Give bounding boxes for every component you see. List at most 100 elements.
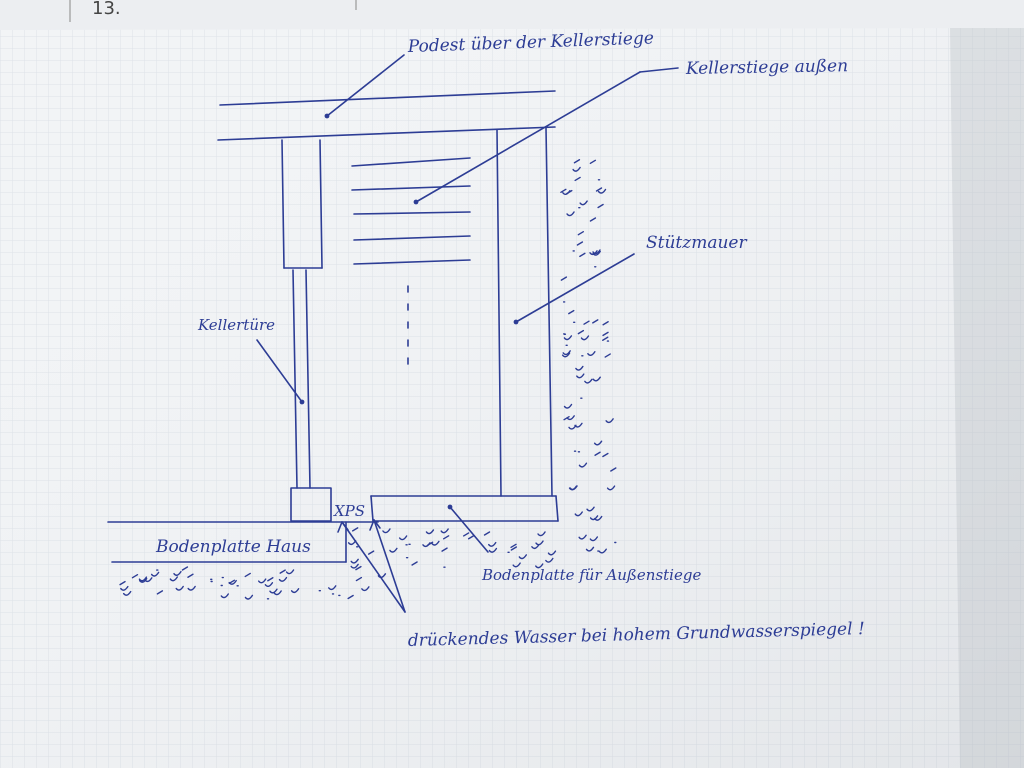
gravel-mark xyxy=(120,585,129,591)
gravel-mark xyxy=(562,350,571,356)
gravel-mark xyxy=(568,424,577,430)
gravel-mark xyxy=(467,535,475,540)
gravel-mark xyxy=(512,562,521,568)
gravel-mark xyxy=(566,211,575,217)
gravel-mark xyxy=(119,580,126,586)
gravel-mark xyxy=(585,546,595,552)
gravel-mark xyxy=(592,319,599,324)
gravel-mark xyxy=(579,252,586,258)
gravel-mark xyxy=(440,528,449,534)
gravel-mark xyxy=(597,203,604,209)
gravel-mark xyxy=(574,511,583,517)
gravel-mark xyxy=(598,548,607,554)
gravel-mark xyxy=(576,373,585,379)
gravel-mark xyxy=(593,440,603,446)
leader-wasser-right xyxy=(373,519,406,613)
label-kellertuere: Kellertüre xyxy=(197,316,275,334)
gravel-mark xyxy=(589,536,599,542)
podest-top-line xyxy=(219,90,556,106)
gravel-mark xyxy=(442,535,450,540)
gravel-mark xyxy=(574,176,581,182)
gravel-mark xyxy=(610,467,617,472)
label-xps: XPS xyxy=(333,502,365,520)
gravel-mark xyxy=(510,543,517,549)
gravel-mark xyxy=(535,540,544,546)
gravel-mark xyxy=(267,577,274,582)
gravel-mark xyxy=(138,577,148,583)
gravel-mark xyxy=(537,531,546,537)
gravel-mark xyxy=(518,554,528,560)
gravel-mark xyxy=(602,321,609,326)
gravel-mark xyxy=(367,550,375,555)
gravel-mark xyxy=(568,309,575,315)
stair-line xyxy=(353,235,471,241)
gravel-mark xyxy=(350,558,359,564)
top-note: 13. xyxy=(92,0,121,19)
leader-kellerstiege-tail xyxy=(639,67,679,73)
gravel-mark xyxy=(580,335,590,341)
gravel-mark xyxy=(377,573,387,579)
gravel-mark xyxy=(290,588,300,594)
leader-bodenplatte-aussen xyxy=(449,506,489,553)
gravel-mark xyxy=(187,585,196,591)
gravel-mark xyxy=(355,576,363,582)
gravel-mark xyxy=(589,515,599,521)
gravel-mark xyxy=(606,485,616,491)
gravel-mark xyxy=(425,529,435,535)
gravel-mark xyxy=(285,569,295,575)
gravel-mark xyxy=(389,547,398,553)
gravel-mark xyxy=(279,569,286,574)
gravel-mark xyxy=(355,565,362,571)
gravel-mark xyxy=(131,574,139,579)
gravel-mark xyxy=(328,585,337,591)
gravel-mark xyxy=(361,586,370,592)
gravel-mark xyxy=(431,540,440,546)
arrow-head-right xyxy=(369,519,381,531)
gravel-mark xyxy=(488,547,498,553)
gravel-mark xyxy=(587,351,596,357)
gravel-mark xyxy=(169,576,179,582)
gravel-mark xyxy=(545,557,554,563)
door-frame-right xyxy=(319,139,323,269)
gravel-mark xyxy=(347,540,357,546)
leader-podest xyxy=(326,54,405,117)
door-frame-left xyxy=(281,139,285,269)
drawing xyxy=(107,54,679,613)
label-bodenplatte-aussen: Bodenplatte für Außenstiege xyxy=(481,566,701,584)
gravel-mark xyxy=(264,582,274,588)
gravel-mark xyxy=(572,166,581,172)
gravel-mark xyxy=(560,276,568,281)
soil-gravel-marks xyxy=(119,159,617,600)
gravel-mark xyxy=(181,566,189,571)
door-leaf-left xyxy=(292,269,298,489)
paper-shadow-right xyxy=(950,28,1024,768)
gravel-mark xyxy=(563,415,570,421)
gravel-mark xyxy=(583,320,590,325)
stair-line xyxy=(353,211,471,215)
gravel-mark xyxy=(569,485,578,491)
wall-outer-line xyxy=(545,127,553,497)
gravel-mark xyxy=(566,415,575,421)
slab-outer-right xyxy=(555,495,559,522)
gravel-mark xyxy=(173,570,182,576)
leader-wasser-left xyxy=(341,521,406,613)
gravel-mark xyxy=(422,542,431,548)
gravel-mark xyxy=(602,331,609,337)
gravel-mark xyxy=(578,462,588,468)
gravel-mark xyxy=(566,189,573,195)
door-leaf-right xyxy=(305,269,311,489)
paper-shading xyxy=(0,28,1024,768)
gravel-mark xyxy=(584,378,593,384)
gravel-mark xyxy=(382,528,391,534)
gravel-mark xyxy=(510,546,518,551)
gravel-mark xyxy=(244,572,251,578)
gravel-mark xyxy=(350,563,359,569)
gravel-mark xyxy=(597,188,607,194)
gravel-mark xyxy=(483,531,491,536)
slab-outer-left xyxy=(370,495,374,522)
leader-kellerstiege xyxy=(415,71,641,203)
gravel-mark xyxy=(573,159,581,164)
gravel-mark xyxy=(592,249,601,255)
